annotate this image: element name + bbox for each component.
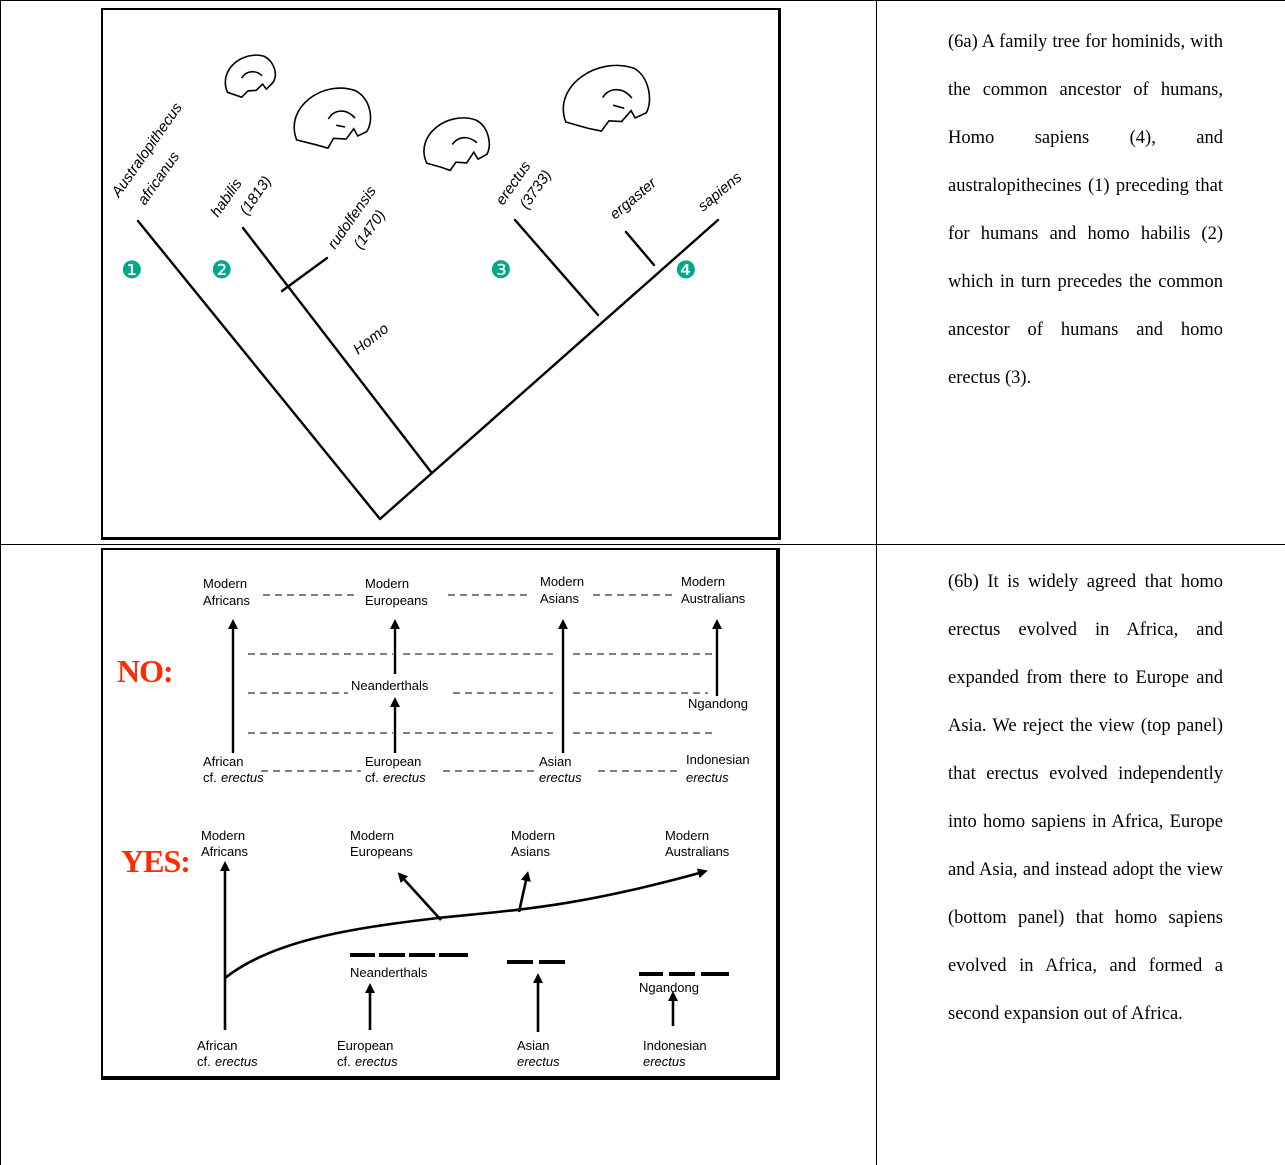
bottom-african-cf: cf.	[197, 1054, 211, 1069]
table-column-divider	[876, 0, 877, 1165]
bottom-asian: Asian	[517, 1038, 550, 1053]
table-row-divider	[0, 544, 1285, 545]
skull-icon-rudolfensis	[423, 117, 490, 172]
top-african: African	[203, 754, 243, 769]
marker-3: ❸	[490, 256, 512, 284]
label-habilis-code: (1813)	[236, 173, 275, 218]
branch-homo	[241, 226, 433, 474]
bottom-modern-australians-1: Modern	[665, 828, 709, 843]
bottom-indonesian-erectus: erectus	[643, 1054, 686, 1069]
bottom-modern-africans-2: Africans	[201, 844, 248, 859]
branch-rudolfensis	[280, 256, 329, 293]
bottom-african-erectus: erectus	[215, 1054, 258, 1069]
marker-4: ❹	[675, 256, 697, 284]
family-tree-svg: Australopithecus africanus habilis (1813…	[108, 54, 746, 521]
skull-icons	[224, 54, 651, 172]
bottom-european-erectus: erectus	[355, 1054, 398, 1069]
branch-main-trunk	[378, 218, 720, 521]
no-label: NO:	[117, 653, 173, 689]
bottom-modern-asians-1: Modern	[511, 828, 555, 843]
bottom-ngandong: Ngandong	[639, 980, 699, 995]
bottom-neanderthals: Neanderthals	[350, 965, 428, 980]
bottom-modern-europeans-1: Modern	[350, 828, 394, 843]
bottom-indonesian: Indonesian	[643, 1038, 707, 1053]
branch-ergaster	[624, 230, 656, 267]
bottom-modern-africans-1: Modern	[201, 828, 245, 843]
marker-2: ❷	[211, 256, 233, 284]
label-sapiens: sapiens	[695, 168, 746, 215]
branch-australopithecus	[136, 219, 382, 521]
top-modern-africans-1: Modern	[203, 576, 247, 591]
skull-icon-habilis	[293, 87, 372, 150]
skull-icon-australopithecus	[224, 54, 277, 99]
hominid-family-tree-figure: Australopithecus africanus habilis (1813…	[101, 8, 781, 540]
skull-icon-erectus	[562, 64, 651, 132]
top-asian: Asian	[539, 754, 572, 769]
top-modern-australians-2: Australians	[681, 591, 746, 606]
top-european: European	[365, 754, 421, 769]
caption-6a: (6a) A family tree for hominids, with th…	[948, 32, 1223, 388]
yes-label: YES:	[121, 843, 190, 879]
marker-1: ❶	[121, 256, 143, 284]
bottom-panel-lines	[220, 861, 708, 1032]
top-neanderthals: Neanderthals	[351, 678, 429, 693]
caption-6b: (6b) It is widely agreed that homo erect…	[948, 572, 1223, 1024]
bottom-modern-asians-2: Asians	[511, 844, 551, 859]
top-panel-dashes	[248, 594, 713, 772]
top-african-erectus: erectus	[221, 770, 264, 785]
top-modern-europeans-1: Modern	[365, 576, 409, 591]
top-ngandong: Ngandong	[688, 696, 748, 711]
label-homo: Homo	[350, 320, 392, 358]
label-habilis: habilis	[207, 175, 246, 220]
top-indonesian: Indonesian	[686, 752, 750, 767]
bottom-modern-europeans-2: Europeans	[350, 844, 413, 859]
branch-erectus	[513, 218, 600, 317]
table-border-top	[0, 0, 1285, 1]
top-modern-asians-2: Asians	[540, 591, 580, 606]
top-panel-arrows	[228, 619, 722, 753]
bottom-modern-australians-2: Australians	[665, 844, 730, 859]
top-asian-erectus: erectus	[539, 770, 582, 785]
erectus-dispersal-figure: NO: YES: Modern Africans Modern European…	[101, 548, 780, 1080]
bottom-panel-bars	[350, 953, 729, 976]
top-european-erectus: erectus	[383, 770, 426, 785]
top-modern-australians-1: Modern	[681, 574, 725, 589]
top-european-cf: cf.	[365, 770, 379, 785]
table-border-left	[0, 0, 1, 1165]
top-african-cf: cf.	[203, 770, 217, 785]
bottom-european-cf: cf.	[337, 1054, 351, 1069]
dispersal-svg: NO: YES: Modern Africans Modern European…	[117, 574, 750, 1069]
top-modern-africans-2: Africans	[203, 593, 250, 608]
top-modern-asians-1: Modern	[540, 574, 584, 589]
bottom-african: African	[197, 1038, 237, 1053]
bottom-asian-erectus: erectus	[517, 1054, 560, 1069]
label-ergaster: ergaster	[607, 174, 661, 223]
bottom-european: European	[337, 1038, 393, 1053]
top-indonesian-erectus: erectus	[686, 770, 729, 785]
top-modern-europeans-2: Europeans	[365, 593, 428, 608]
